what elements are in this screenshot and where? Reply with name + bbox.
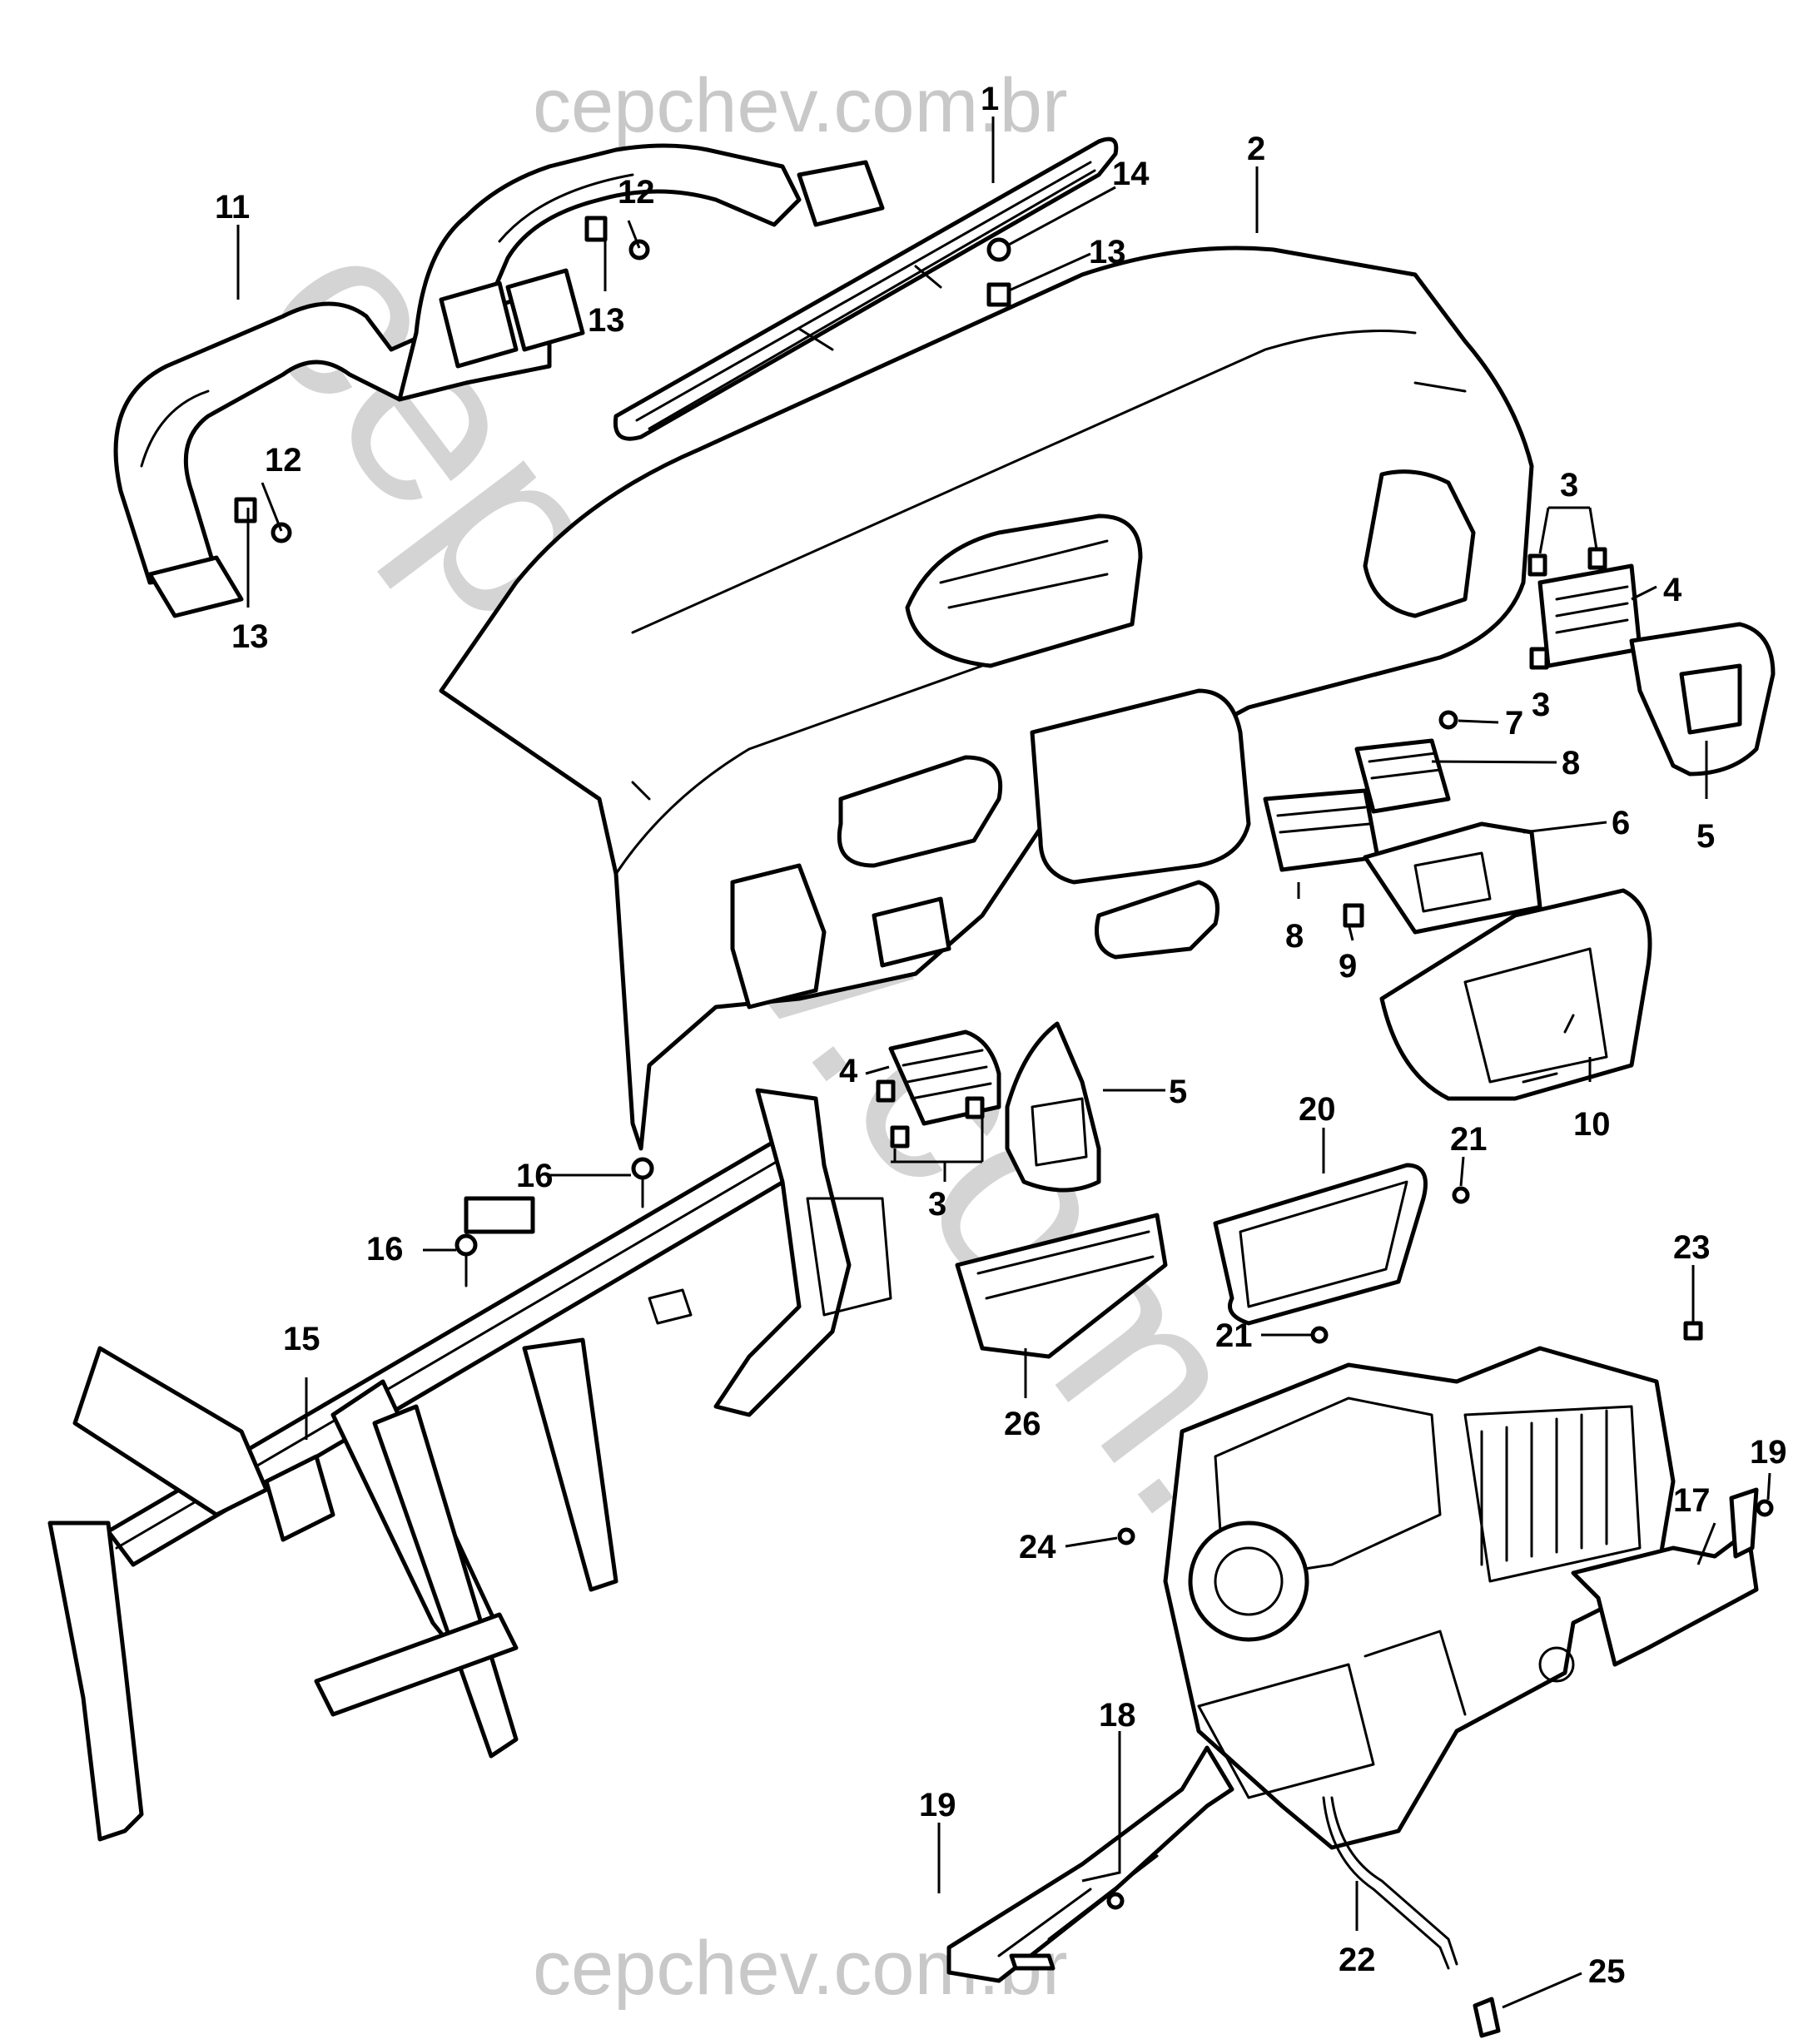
- callout-6: 6: [1612, 805, 1630, 841]
- air-duct-left: [113, 143, 885, 618]
- fasteners-upper: [234, 216, 1011, 543]
- callout-5-right: 5: [1696, 818, 1715, 855]
- callout-1: 1: [981, 81, 999, 117]
- floor-duct-right: [1571, 1487, 1759, 1667]
- callout-16-top: 16: [516, 1158, 554, 1194]
- watermark-top: cepchev.com.br: [533, 63, 1068, 148]
- callout-13-top: 13: [588, 302, 625, 339]
- callout-8-top: 8: [1562, 745, 1580, 781]
- callout-24: 24: [1019, 1529, 1056, 1565]
- callout-13-left: 13: [231, 618, 269, 655]
- callout-12-left: 12: [265, 442, 302, 479]
- callout-7: 7: [1505, 705, 1523, 742]
- vent-right-assembly: [1527, 547, 1776, 776]
- callout-16-bottom: 16: [366, 1231, 404, 1268]
- callout-3-top: 3: [1560, 467, 1578, 504]
- callout-19-right: 19: [1750, 1434, 1787, 1471]
- callout-19-bottom: 19: [919, 1787, 956, 1823]
- callout-17: 17: [1673, 1482, 1711, 1519]
- callout-13-right: 13: [1089, 234, 1126, 270]
- hvac-module: [1163, 1346, 1676, 1850]
- callout-20: 20: [1299, 1091, 1336, 1128]
- callout-14: 14: [1112, 156, 1150, 192]
- callout-5-left: 5: [1169, 1074, 1187, 1110]
- callout-23: 23: [1673, 1229, 1711, 1266]
- center-vents-and-bezel: [1263, 710, 1652, 1101]
- callout-2: 2: [1247, 131, 1265, 167]
- callout-12-top: 12: [618, 174, 655, 211]
- vent-left-assembly: [876, 1021, 1101, 1193]
- callout-3-left: 3: [928, 1186, 946, 1223]
- defroster-grille: [613, 136, 1119, 441]
- callout-15: 15: [283, 1321, 320, 1357]
- storage-compartments: [955, 1163, 1703, 1359]
- callout-3-right: 3: [1532, 687, 1550, 723]
- callout-21-bottom: 21: [1215, 1317, 1253, 1354]
- callout-numbers: 1 2 3 3 3 4 4 5 5 6 7 8 8 9 10 11 12 12 …: [215, 81, 1787, 1990]
- instrument-panel: [439, 246, 1534, 1151]
- callout-9: 9: [1339, 948, 1357, 985]
- callout-26: 26: [1004, 1406, 1041, 1442]
- callout-4-right: 4: [1663, 572, 1682, 608]
- cross-car-beam: [47, 1088, 892, 1842]
- callout-11: 11: [215, 189, 250, 226]
- bolts-16: [454, 1157, 654, 1287]
- leader-lines: [236, 117, 1771, 2009]
- callout-18: 18: [1099, 1697, 1136, 1734]
- callout-4-left: 4: [839, 1053, 858, 1089]
- callout-22: 22: [1339, 1942, 1376, 1978]
- callout-25: 25: [1588, 1953, 1626, 1990]
- callout-8-bottom: 8: [1285, 918, 1304, 955]
- floor-duct-left: [946, 1745, 1234, 1983]
- callout-21-top: 21: [1450, 1121, 1488, 1158]
- drain-hose-and-fittings: [1106, 1499, 1774, 2038]
- callout-10: 10: [1573, 1106, 1611, 1143]
